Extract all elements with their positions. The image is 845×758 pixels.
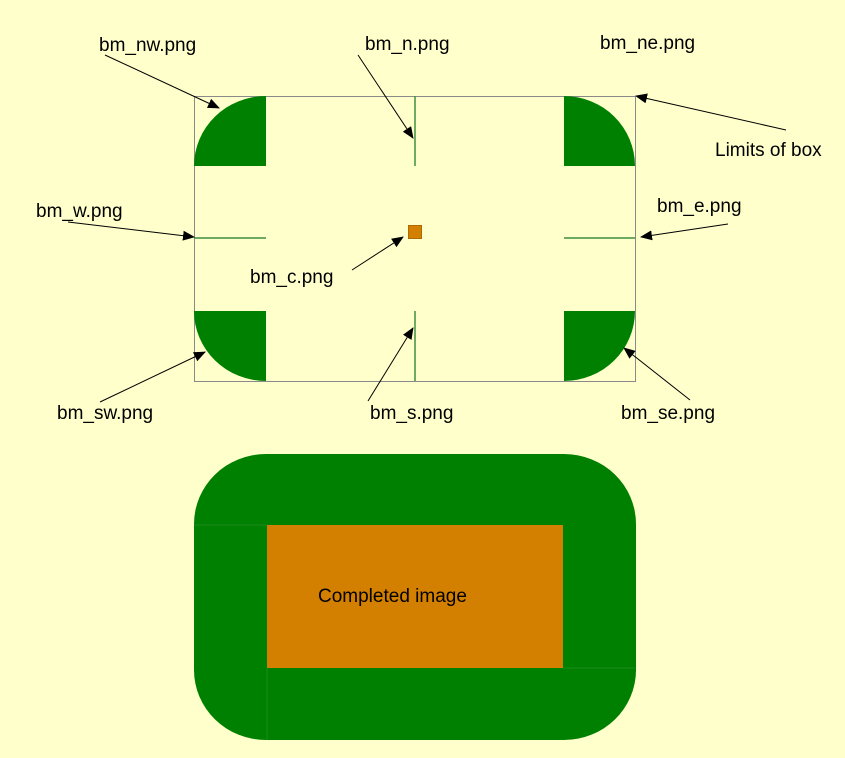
completed-center: [267, 525, 563, 668]
arrow-se: [623, 347, 691, 401]
labels: bm_nw.png bm_n.png bm_ne.png Limits of b…: [36, 33, 822, 424]
arrow-n: [357, 54, 414, 139]
tile-nw: [194, 96, 266, 166]
arrows: [67, 54, 787, 403]
completed-image: Completed image: [194, 454, 636, 740]
tile-sw: [194, 311, 266, 381]
arrow-sw: [99, 351, 206, 403]
exploded-tiles: [194, 96, 636, 382]
arrow-w: [67, 221, 195, 241]
tile-c: [408, 225, 422, 239]
arrow-limits: [635, 93, 787, 131]
arrow-c: [351, 236, 404, 271]
label-limits: Limits of box: [715, 140, 822, 161]
label-nw: bm_nw.png: [99, 35, 196, 56]
tile-ne: [564, 96, 635, 166]
label-s: bm_s.png: [370, 403, 453, 424]
arrow-nw: [104, 54, 220, 109]
arrow-e: [640, 223, 729, 241]
label-n: bm_n.png: [365, 34, 450, 55]
label-sw: bm_sw.png: [57, 403, 153, 424]
label-w: bm_w.png: [36, 201, 123, 222]
tile-se: [564, 311, 635, 381]
arrow-s: [367, 327, 414, 402]
label-ne: bm_ne.png: [600, 33, 695, 54]
label-c: bm_c.png: [250, 267, 333, 288]
completed-label: Completed image: [318, 586, 467, 607]
label-e: bm_e.png: [657, 196, 742, 217]
label-se: bm_se.png: [621, 403, 715, 424]
